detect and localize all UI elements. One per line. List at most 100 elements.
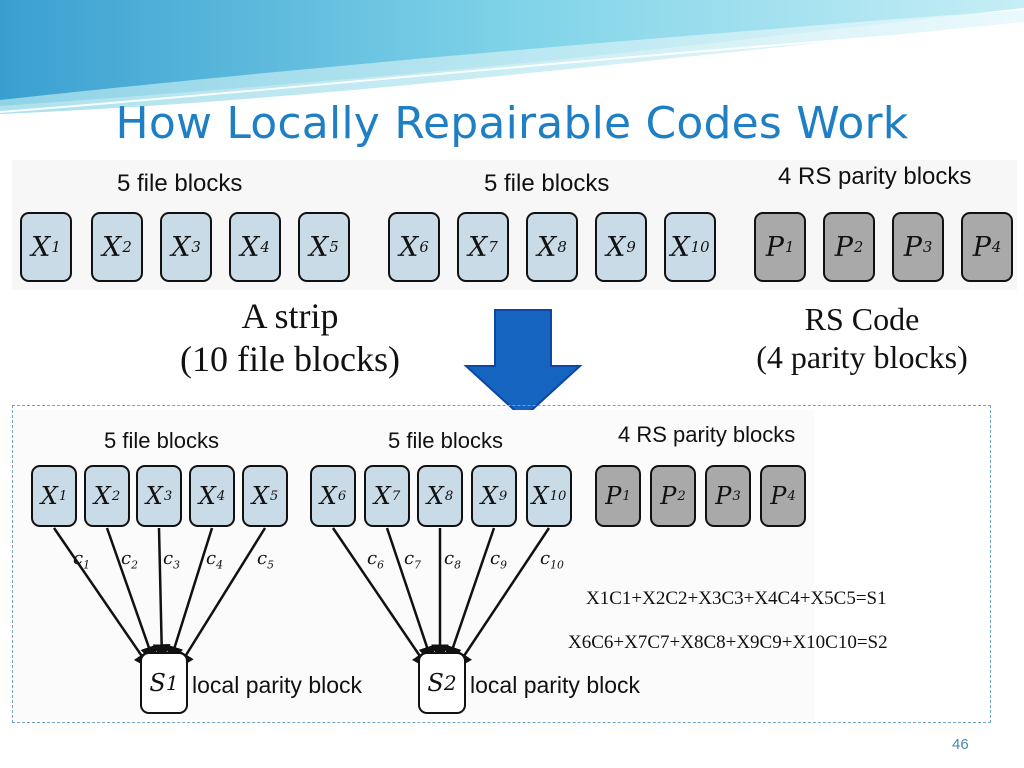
block-index: 10 bbox=[690, 238, 710, 256]
block-letter: X bbox=[319, 482, 337, 510]
block-letter: P bbox=[770, 482, 787, 510]
coefficient-c6: c6 bbox=[367, 548, 384, 572]
group-label-rs-parity: 4 RS parity blocks bbox=[618, 422, 796, 447]
block-letter: P bbox=[903, 231, 922, 263]
coef-index: 3 bbox=[173, 558, 180, 572]
block-index: 9 bbox=[626, 238, 636, 256]
coefficient-c10: c10 bbox=[540, 548, 564, 572]
block-letter: X bbox=[373, 482, 391, 510]
block-index: 8 bbox=[557, 238, 567, 256]
block-letter: P bbox=[660, 482, 677, 510]
group-label-rs-parity: 4 RS parity blocks bbox=[778, 163, 972, 190]
coef-index: 7 bbox=[414, 558, 421, 572]
slide-title: How Locally Repairable Codes Work bbox=[115, 98, 909, 149]
coef-letter: c bbox=[367, 548, 378, 569]
coefficient-c9: c9 bbox=[490, 548, 507, 572]
local-parity-label-2: local parity block bbox=[470, 672, 641, 698]
block-letter: X bbox=[670, 231, 690, 263]
block-letter: X bbox=[531, 482, 549, 510]
block-index: 3 bbox=[163, 488, 173, 504]
block-index: 2 bbox=[677, 488, 686, 504]
group-label-file-blocks-2: 5 file blocks bbox=[388, 428, 503, 453]
down-arrow-icon bbox=[463, 309, 583, 420]
coef-index: 9 bbox=[500, 558, 507, 572]
coef-index: 4 bbox=[216, 558, 223, 572]
rs-code-caption: RS Code (4 parity blocks) bbox=[712, 300, 1012, 377]
coef-letter: c bbox=[444, 548, 455, 569]
coef-letter: c bbox=[257, 548, 268, 569]
coef-letter: c bbox=[404, 548, 415, 569]
coef-letter: c bbox=[73, 548, 84, 569]
coefficient-c5: c5 bbox=[257, 548, 274, 572]
coef-letter: c bbox=[490, 548, 501, 569]
block-letter: X bbox=[426, 482, 444, 510]
coefficient-c4: c4 bbox=[206, 548, 223, 572]
coef-index: 6 bbox=[377, 558, 384, 572]
block-letter: X bbox=[537, 231, 557, 263]
block-index: 5 bbox=[329, 238, 339, 256]
block-index: 3 bbox=[191, 238, 201, 256]
block-index: 4 bbox=[260, 238, 270, 256]
block-letter: X bbox=[145, 482, 163, 510]
block-index: 2 bbox=[111, 488, 121, 504]
rs-code-caption-line1: RS Code bbox=[804, 301, 920, 337]
header-wave-decoration bbox=[0, 0, 1024, 114]
equation-s1: X1C1+X2C2+X3C3+X4C4+X5C5=S1 bbox=[586, 588, 887, 609]
coef-letter: c bbox=[206, 548, 217, 569]
coef-index: 5 bbox=[267, 558, 274, 572]
block-index: 3 bbox=[732, 488, 741, 504]
block-letter: X bbox=[309, 231, 329, 263]
block-index: 7 bbox=[391, 488, 401, 504]
strip-caption-line1: A strip bbox=[241, 296, 339, 336]
block-index: 4 bbox=[787, 488, 796, 504]
local-parity-label-1: local parity block bbox=[192, 672, 363, 698]
block-letter: X bbox=[171, 231, 191, 263]
block-letter: X bbox=[399, 231, 419, 263]
block-letter: P bbox=[715, 482, 732, 510]
coef-letter: c bbox=[540, 548, 551, 569]
block-index: 2 bbox=[853, 238, 864, 256]
block-index: 5 bbox=[269, 488, 279, 504]
lrc-diagram-frame bbox=[12, 405, 991, 723]
block-letter: X bbox=[606, 231, 626, 263]
coef-index: 8 bbox=[454, 558, 461, 572]
block-index: 10 bbox=[549, 488, 567, 504]
group-label-file-blocks-2: 5 file blocks bbox=[484, 170, 610, 197]
coefficient-c3: c3 bbox=[163, 548, 180, 572]
coef-letter: c bbox=[121, 548, 132, 569]
group-label-file-blocks-1: 5 file blocks bbox=[104, 428, 219, 453]
block-index: 1 bbox=[622, 488, 631, 504]
block-index: 2 bbox=[443, 671, 457, 695]
coef-index: 2 bbox=[131, 558, 138, 572]
block-letter: X bbox=[40, 482, 58, 510]
page-number: 46 bbox=[952, 736, 969, 753]
coef-letter: c bbox=[163, 548, 174, 569]
block-letter: S bbox=[427, 669, 444, 697]
coefficient-c8: c8 bbox=[444, 548, 461, 572]
block-index: 9 bbox=[498, 488, 508, 504]
equation-s2: X6C6+X7C7+X8C8+X9C9+X10C10=S2 bbox=[568, 632, 888, 653]
block-index: 6 bbox=[419, 238, 429, 256]
block-index: 2 bbox=[122, 238, 132, 256]
block-index: 1 bbox=[165, 671, 179, 695]
block-index: 1 bbox=[784, 238, 795, 256]
strip-caption-line2: (10 file blocks) bbox=[180, 339, 400, 380]
block-index: 4 bbox=[991, 238, 1002, 256]
coefficient-c7: c7 bbox=[404, 548, 421, 572]
